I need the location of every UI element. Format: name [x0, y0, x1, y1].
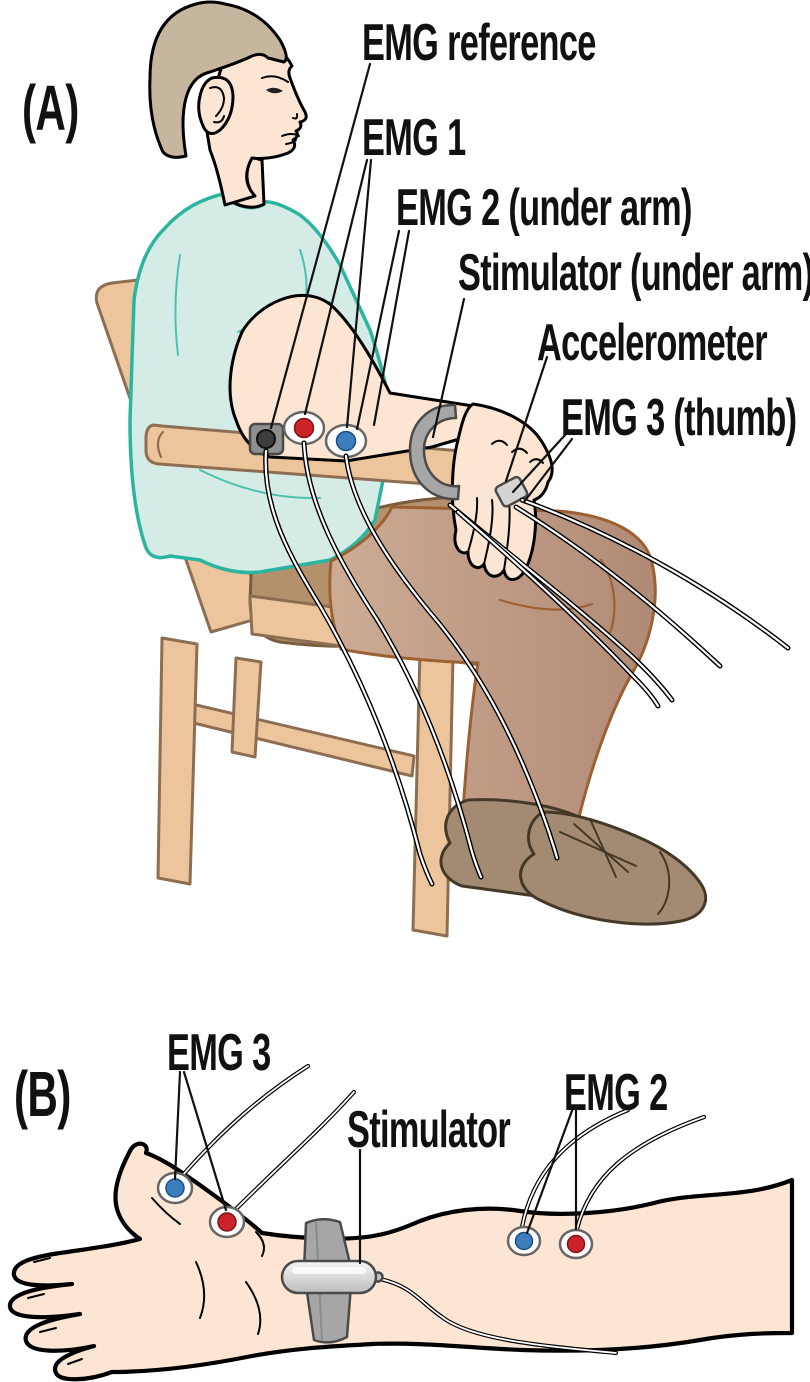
leader-emg2b-to-blue — [525, 1106, 575, 1235]
wire-from-hand-2 — [513, 504, 723, 669]
leader-emg3b-to-red — [182, 1070, 228, 1212]
panel-b-letter: (B) — [14, 1058, 71, 1130]
chair-leg-rear — [230, 656, 263, 759]
stimulator-capsule-highlight — [292, 1267, 366, 1274]
leader-lines-panel-a — [269, 62, 574, 504]
jaw-line — [246, 157, 253, 189]
leader-accelerometer — [504, 355, 549, 483]
wire-from-reference-electrode — [263, 448, 435, 887]
electrode-wires-panel-a — [263, 440, 791, 887]
eyebrow — [261, 75, 289, 83]
wire-emg3-blue — [179, 1063, 311, 1179]
label-emg-3-b: EMG 3 — [167, 1024, 271, 1082]
leader-emg2-line1 — [355, 229, 401, 431]
leader-emg3-line2 — [522, 437, 574, 504]
wire-from-red-electrode — [301, 440, 484, 880]
emg2-red-electrode — [558, 1228, 594, 1260]
sensors-panel-b — [156, 1171, 594, 1260]
label-emg-2-under-arm: EMG 2 (under arm) — [396, 179, 692, 237]
person-upper-body — [128, 0, 390, 575]
chair-leg-front-left — [156, 636, 199, 886]
face-details — [209, 75, 300, 189]
nostril — [292, 113, 299, 120]
leader-emg3-line1 — [511, 432, 568, 494]
emg-reference-electrode — [248, 422, 285, 456]
pants-leg — [328, 505, 657, 819]
hair — [148, 0, 288, 159]
label-stimulator-under-arm: Stimulator (under arm) — [458, 244, 810, 302]
chair-leg-front-right — [411, 648, 455, 938]
leader-stimulator — [431, 297, 466, 439]
label-emg-reference: EMG reference — [362, 14, 596, 72]
stimulator-wristband — [408, 403, 461, 501]
leader-emg2-line2 — [372, 229, 411, 427]
label-stimulator-b: Stimulator — [347, 1101, 511, 1159]
lower-lip — [285, 139, 297, 145]
leader-emg1-to-blue — [345, 158, 373, 429]
emg1-blue-electrode — [324, 423, 368, 459]
wire-emg2-red — [574, 1114, 707, 1232]
stimulator-capsule — [280, 1259, 378, 1295]
leader-emg3b-to-blue — [173, 1070, 182, 1181]
wire-emg3-red — [232, 1089, 357, 1213]
sensors-panel-a — [248, 403, 529, 508]
thigh-crease — [498, 598, 594, 611]
label-emg-1: EMG 1 — [362, 109, 466, 167]
label-emg-3-thumb: EMG 3 (thumb) — [561, 389, 797, 447]
wire-from-blue-electrode — [343, 453, 560, 861]
stimulator-assembly — [280, 1218, 619, 1356]
panel-a-letter: (A) — [22, 72, 79, 144]
emg2-blue-electrode — [506, 1225, 542, 1257]
panel-b-illustration — [7, 1063, 795, 1382]
eye — [266, 87, 283, 94]
label-accelerometer: Accelerometer — [537, 314, 768, 372]
armrest-endcap-detail — [156, 430, 165, 459]
mouth — [281, 133, 300, 137]
leader-emg1-to-red — [303, 158, 369, 416]
forearm-and-hand-top-view — [7, 1141, 795, 1382]
emg3-red-electrode — [208, 1205, 246, 1239]
wire-from-under-arm-2 — [455, 509, 661, 709]
shoe-laces — [559, 818, 671, 915]
emg1-red-electrode — [282, 410, 326, 446]
label-emg-2-b: EMG 2 — [564, 1064, 668, 1122]
leader-lines-panel-b — [173, 1070, 578, 1265]
legs — [328, 505, 707, 926]
leader-emg-reference — [269, 62, 372, 430]
hand-detail-lines — [27, 1197, 265, 1365]
wire-from-hand-1 — [519, 497, 791, 651]
chair-rail — [171, 698, 416, 778]
ear — [197, 75, 235, 135]
stimulator-wire — [377, 1276, 619, 1356]
panel-a-illustration — [94, 0, 791, 938]
